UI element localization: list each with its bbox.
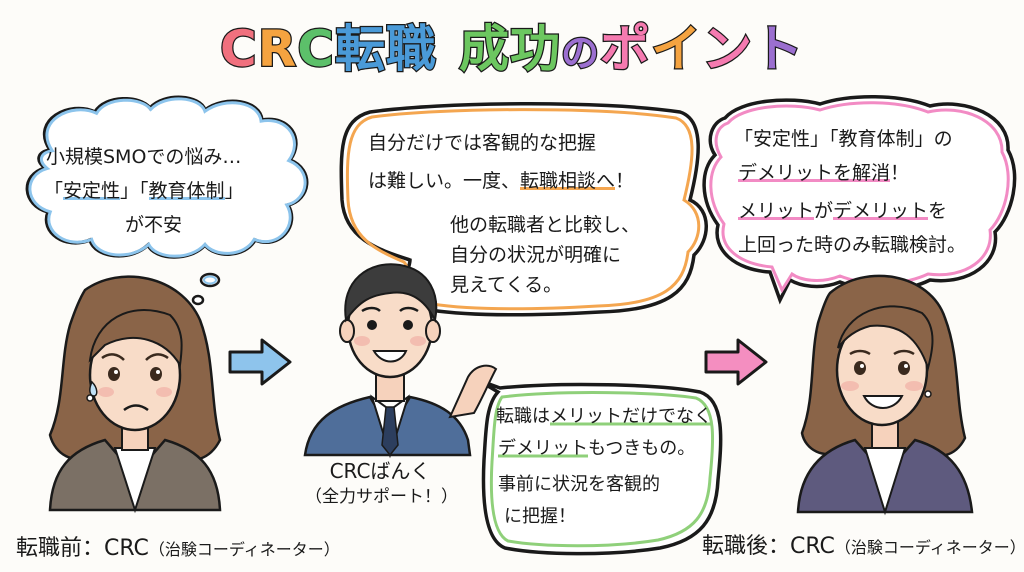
worried-woman-illustration: [48, 275, 222, 514]
happy-woman-illustration: [796, 274, 974, 516]
title-word: 成功: [458, 19, 562, 80]
title-char: ト: [752, 19, 805, 80]
advisor-bubble-line-5: 見えてくる。: [450, 274, 563, 296]
advisor-caption: CRCばんく （全力サポート！）: [305, 458, 458, 510]
after-education: 教育体制: [838, 128, 915, 150]
advice-bubble-line-4: に把握！: [504, 506, 576, 527]
after-caption-main: 転職後：CRC: [702, 534, 835, 559]
highlight-education: 教育体制: [148, 180, 225, 202]
title-char: C: [296, 19, 335, 80]
advisor-man-illustration: [303, 263, 498, 459]
thought-bubble-line-3: が不安: [125, 214, 183, 236]
advisor-tagline: （全力サポート！）: [305, 487, 458, 507]
after-caption: 転職後：CRC（治験コーディネーター）: [702, 528, 1024, 560]
thought-bubble-line-2: 「安定性」「教育体制」: [44, 180, 244, 202]
title-char: ポ: [599, 19, 652, 80]
advisor-name: CRCばんく: [329, 459, 431, 483]
highlight-merit: メリット: [738, 200, 815, 222]
title-char: R: [256, 19, 298, 80]
after-bubble-line-2: デメリットを解消！: [738, 162, 910, 184]
before-caption: 転職前：CRC（治験コーディネーター）: [16, 530, 340, 562]
advisor-bubble-line-1: 自分だけでは客観的な把握: [368, 132, 597, 154]
advice-bubble-line-3: 事前に状況を客観的: [498, 474, 660, 495]
advisor-bubble-line-2: は難しい。一度、転職相談へ！: [368, 170, 635, 192]
after-caption-sub: （治験コーディネーター）: [834, 538, 1024, 557]
before-caption-main: 転職前：CRC: [16, 536, 149, 561]
advice-bubble-line-2: デメリットもつきもの。: [498, 438, 696, 459]
advisor-bubble-line-4: 自分の状況が明確に: [450, 244, 622, 266]
highlight-demerit: デメリット: [833, 200, 929, 222]
arrow-right-pink-icon: [704, 338, 768, 386]
highlight-demerit-green: デメリット: [498, 438, 588, 459]
title-char: C: [219, 19, 258, 80]
arrow-right-blue-icon: [228, 338, 292, 386]
title-char: イ: [650, 19, 703, 80]
advisor-bubble-line-3: 他の転職者と比較し、: [450, 214, 641, 236]
after-stability: 安定性: [753, 128, 811, 150]
highlight-merit-only: メリットだけでなく: [550, 406, 712, 427]
title-char: ン: [701, 19, 754, 80]
page-title: CRC転職成功のポイント: [0, 14, 1024, 88]
after-bubble-line-4: 上回った時のみ転職検討。: [738, 234, 967, 256]
before-caption-sub: （治験コーディネーター）: [148, 540, 340, 559]
thought-bubble-line-1: 小規模SMOでの悩み…: [46, 146, 242, 168]
after-bubble-line-3: メリットがデメリットを: [738, 200, 948, 222]
highlight-resolve: デメリットを解消: [738, 162, 891, 184]
advice-bubble-line-1: 転職はメリットだけでなく: [496, 406, 712, 427]
highlight-consult: 転職相談へ: [520, 170, 616, 192]
after-bubble-line-1: 「安定性」「教育体制」の: [734, 128, 953, 150]
title-word: 転職: [334, 19, 438, 80]
title-char: の: [560, 30, 601, 77]
highlight-stability: 安定性: [63, 180, 121, 202]
